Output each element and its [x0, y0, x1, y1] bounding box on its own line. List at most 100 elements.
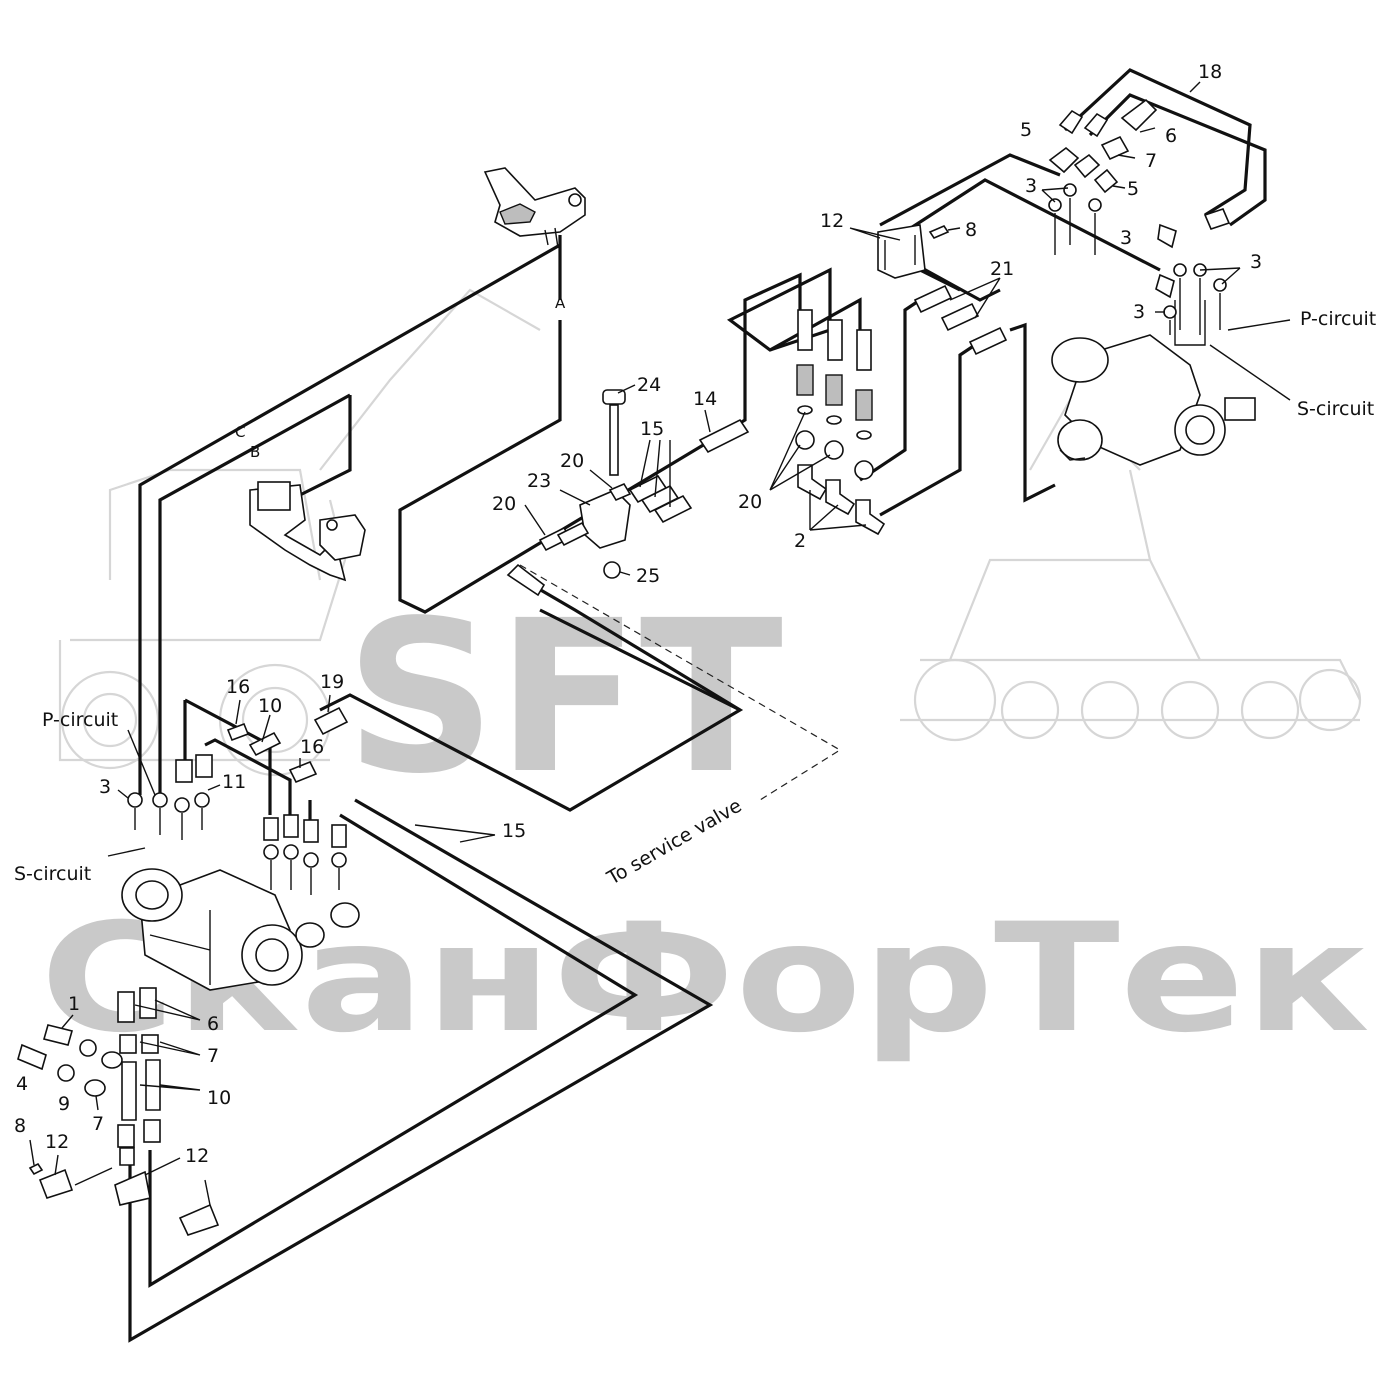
- s-circuit-left-label: S-circuit: [14, 863, 91, 885]
- rear-axle-cap-b: [330, 902, 360, 928]
- banjo-3-g: [1163, 305, 1177, 319]
- union-16-b: [288, 760, 318, 784]
- leader-10b: [139, 1084, 201, 1091]
- callout-2: 2: [794, 530, 806, 552]
- fitting-7-left-a: [119, 1034, 137, 1054]
- adapter-a: [796, 364, 814, 396]
- bolt-24-head: [602, 389, 626, 405]
- callout-7c: 7: [92, 1113, 104, 1135]
- leader-10a: [261, 714, 271, 743]
- leader-1: [61, 1014, 74, 1029]
- leader-23: [559, 489, 591, 506]
- sensor-4: [17, 1043, 47, 1071]
- watermark: SFT СканФорТек: [40, 288, 1370, 1066]
- ring-9-a: [79, 1039, 97, 1057]
- callout-8b: 8: [14, 1115, 26, 1137]
- union-16-a: [226, 722, 250, 742]
- banjo-rear-d: [331, 852, 347, 868]
- callout-20b: 20: [492, 493, 516, 515]
- brake-switch: [257, 481, 291, 511]
- leader-p-right: [1227, 319, 1291, 331]
- leader-6a: [1139, 127, 1156, 133]
- tee-10-left-a: [121, 1061, 137, 1121]
- elbow-5-a: [1048, 146, 1080, 174]
- fitting-6: [1120, 98, 1158, 132]
- hose-end-service: [506, 563, 546, 597]
- elbow-2-a: [797, 464, 828, 501]
- fitting-left-a: [175, 759, 193, 783]
- elbow-2-c: [855, 499, 886, 536]
- callout-16b: 16: [300, 736, 324, 758]
- line-letter-c: C: [235, 423, 245, 441]
- leader-s-right: [1209, 344, 1291, 401]
- hose-fitting-a: [797, 309, 813, 351]
- brake-line-mid-2: [879, 343, 976, 517]
- brake-line-right-axle: [1009, 322, 1056, 503]
- leader-2: [809, 490, 867, 531]
- rear-axle-hub-right-inner: [255, 938, 289, 972]
- callout-16a: 16: [226, 676, 250, 698]
- banjo-3-left-d: [194, 792, 210, 808]
- leader-s-left: [107, 847, 146, 857]
- hose-fitting-c: [856, 329, 872, 371]
- nut-20-c: [854, 460, 874, 480]
- callout-23: 23: [527, 470, 551, 492]
- hose-18-end-a: [1058, 109, 1084, 135]
- watermark-brand: SFT: [345, 575, 783, 820]
- leader-11: [207, 784, 221, 791]
- leader-14: [704, 409, 711, 433]
- leader-3e: [117, 789, 129, 799]
- leader-lines: [29, 81, 1291, 1176]
- callout-11: 11: [222, 771, 246, 793]
- callout-25: 25: [636, 565, 660, 587]
- bracket-hole: [326, 519, 338, 531]
- leader-18: [1189, 81, 1201, 93]
- callout-1: 1: [68, 993, 80, 1015]
- callout-7a: 7: [1145, 150, 1157, 172]
- adapter-b: [825, 374, 843, 406]
- tee-10-upper: [248, 731, 282, 757]
- hose-14: [698, 418, 750, 454]
- callout-18: 18: [1198, 61, 1222, 83]
- rear-axle-lines: [149, 910, 211, 985]
- bracket-12-right: [877, 224, 950, 279]
- callout-24: 24: [637, 374, 661, 396]
- front-axle-hub-top: [1051, 337, 1109, 383]
- brake-line-left-branch-2: [204, 738, 292, 815]
- banjo-3-a: [1063, 183, 1077, 197]
- unions-21: [913, 284, 1008, 356]
- elbow-5-c: [1093, 168, 1119, 194]
- fitting-6-left-a: [117, 991, 135, 1023]
- callout-7b: 7: [207, 1045, 219, 1067]
- line-letter-a: A: [555, 294, 566, 312]
- banjo-3-c: [1088, 198, 1102, 212]
- brake-line-mid-1: [859, 298, 921, 482]
- hose-18-end-b: [1083, 112, 1109, 138]
- union-21-b: [940, 302, 980, 332]
- banjo-rear-b: [283, 844, 299, 860]
- callout-6b: 6: [207, 1013, 219, 1035]
- banjo-3-d: [1173, 263, 1187, 277]
- bolt-stems-rear: [270, 860, 340, 895]
- s-circuit-right-label: S-circuit: [1297, 398, 1374, 420]
- brake-line-c: [138, 243, 561, 795]
- brake-line-15-b: [128, 798, 714, 1343]
- fitting-rear-b: [283, 814, 299, 838]
- fitting-rear-a: [263, 817, 279, 841]
- union-15-c: [653, 494, 693, 524]
- rear-axle: [121, 868, 360, 991]
- leader-15b: [414, 824, 496, 843]
- callout-12b: 12: [45, 1131, 69, 1153]
- banjo-3-f: [1213, 278, 1227, 292]
- callout-3a: 3: [1025, 175, 1037, 197]
- brake-line-right-2: [899, 178, 1161, 272]
- fitting-20-top: [608, 482, 632, 502]
- fitting-left-b: [195, 754, 213, 778]
- p-circuit-left-label: P-circuit: [42, 709, 118, 731]
- leader-8b: [29, 1139, 35, 1166]
- front-axle-hub-left: [1057, 419, 1103, 461]
- callout-3c: 3: [1250, 251, 1262, 273]
- brake-line-service-2: [539, 608, 741, 712]
- leader-p-left: [127, 729, 156, 796]
- brake-line-15-a: [148, 813, 639, 1288]
